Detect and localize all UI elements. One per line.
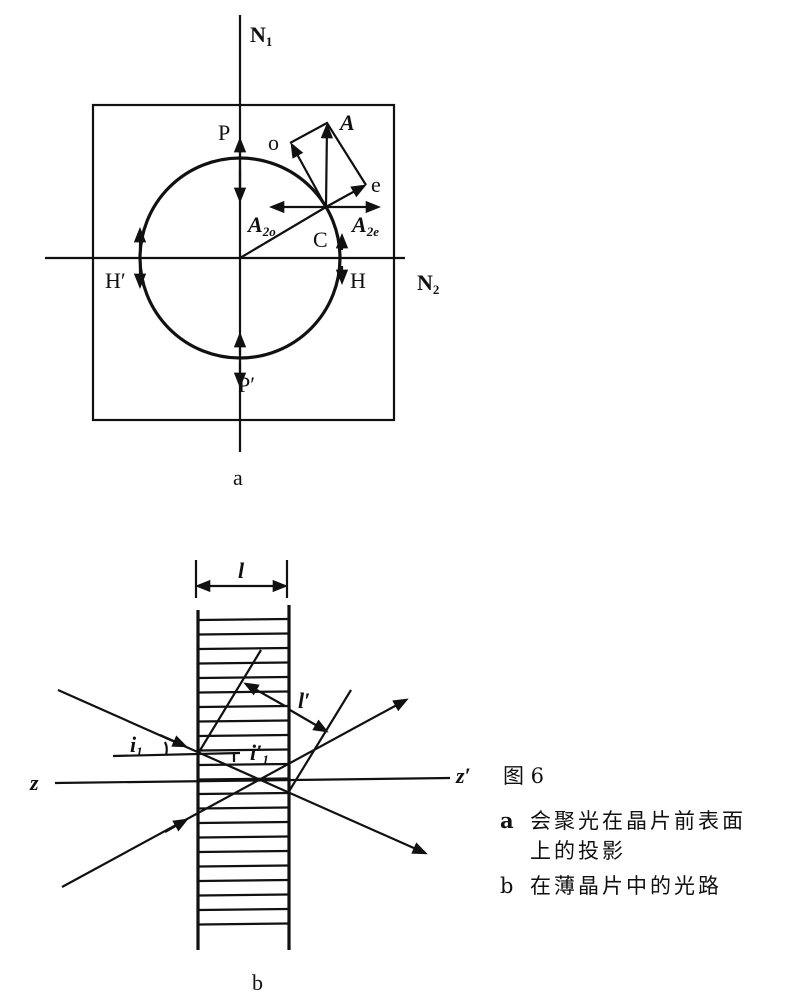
angle-i1-arc bbox=[164, 741, 168, 756]
hatch-line bbox=[198, 617, 289, 622]
hatch-line bbox=[198, 646, 289, 651]
hatch-line bbox=[198, 806, 289, 810]
panel-a-label: a bbox=[233, 465, 243, 490]
parallelogram bbox=[289, 121, 367, 186]
radius-to-c bbox=[239, 206, 327, 259]
ray-1 bbox=[57, 688, 428, 855]
caption: 图 6 a 会聚光在晶片前表面 上的投影 b 在薄晶片中的光路 bbox=[500, 764, 746, 898]
hatch-line bbox=[198, 849, 289, 854]
n1-label: N1 bbox=[250, 22, 272, 49]
p-label: P bbox=[218, 120, 230, 145]
n2-label: N2 bbox=[417, 270, 439, 297]
lprime-arrow-b bbox=[289, 709, 329, 733]
lprime-arrow-a bbox=[243, 682, 286, 707]
ray-2-in-arrow bbox=[164, 818, 189, 833]
a2o-label: A2o bbox=[246, 212, 276, 239]
hatch-line bbox=[198, 704, 289, 709]
hatch-line bbox=[198, 907, 289, 912]
figure-b: l z z′ l′ i1 i′1 b bbox=[29, 558, 471, 995]
normal-line bbox=[112, 751, 241, 758]
hatch-line bbox=[198, 922, 289, 926]
o-component bbox=[290, 142, 327, 208]
ray-1-in-arrow bbox=[159, 733, 188, 748]
i1-label: i1 bbox=[130, 732, 143, 759]
pprime-label: P′ bbox=[238, 372, 255, 397]
caption-title: 图 6 bbox=[503, 764, 544, 788]
plate-hatching bbox=[198, 617, 289, 926]
caption-b-line1: 在薄晶片中的光路 bbox=[530, 874, 722, 898]
hatch-line bbox=[198, 733, 289, 738]
panel-b-label: b bbox=[252, 970, 263, 995]
e-label: e bbox=[371, 172, 381, 197]
hatch-line bbox=[198, 690, 289, 694]
caption-a-line1: 会聚光在晶片前表面 bbox=[530, 809, 746, 833]
hatch-line bbox=[198, 791, 289, 796]
hatch-line bbox=[198, 777, 289, 781]
hatch-line bbox=[198, 820, 289, 825]
ray-2 bbox=[61, 698, 409, 888]
caption-b-key: b bbox=[500, 874, 513, 898]
c-label: C bbox=[313, 227, 328, 252]
figure-a: N1 N2 P P′ H H′ C o e A A2o A2e a bbox=[45, 15, 439, 490]
hatch-line bbox=[198, 661, 289, 665]
hatch-line bbox=[198, 878, 289, 883]
hprime-label: H′ bbox=[105, 268, 126, 293]
i1prime-label: i′1 bbox=[250, 740, 269, 767]
thickness-label: l bbox=[238, 558, 245, 583]
caption-a-key: a bbox=[500, 808, 514, 833]
refracted-ray-1 bbox=[198, 649, 262, 753]
crystal-face-square bbox=[91, 103, 396, 422]
e-component bbox=[325, 184, 367, 208]
hatch-line bbox=[198, 748, 289, 752]
caption-a-line2: 上的投影 bbox=[530, 839, 626, 863]
hatch-line bbox=[198, 835, 289, 839]
lprime-label: l′ bbox=[298, 688, 310, 713]
a-label: A bbox=[338, 110, 355, 135]
hatch-line bbox=[198, 864, 289, 868]
o-label: o bbox=[268, 130, 279, 155]
z-label: z bbox=[29, 770, 39, 795]
a-vector bbox=[320, 122, 334, 208]
zprime-label: z′ bbox=[455, 763, 471, 788]
a2e-label: A2e bbox=[350, 212, 379, 239]
hatch-line bbox=[198, 719, 289, 723]
h-label: H bbox=[350, 268, 366, 293]
refracted-ray-2 bbox=[287, 689, 352, 794]
hatch-line bbox=[198, 632, 289, 636]
hatch-line bbox=[198, 762, 289, 767]
z-axis bbox=[54, 776, 451, 785]
hatch-line bbox=[198, 893, 289, 897]
